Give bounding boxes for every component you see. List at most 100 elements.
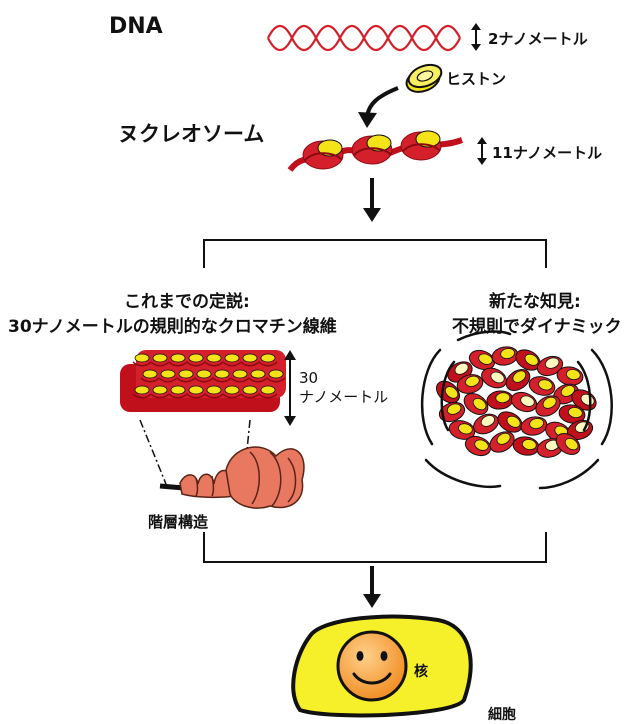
fiber-dna-wrap: [194, 377, 214, 383]
dna-label: DNA: [109, 14, 163, 39]
clump-nucleosome: [468, 349, 496, 371]
fiber-histone: [170, 353, 186, 363]
merge-bracket: [203, 532, 547, 563]
clump-nucleosome: [473, 413, 499, 435]
clump-nucleosome: [456, 374, 484, 394]
hierarchy-coil: [159, 446, 305, 509]
fiber-histone: [260, 385, 276, 395]
fiber-dna-wrap: [266, 377, 286, 383]
fiber-dna-wrap: [204, 361, 224, 367]
fiber-dna-wrap: [132, 361, 152, 367]
fiber-histone: [178, 369, 194, 379]
clump-nucleosome: [481, 367, 507, 389]
fiber-histone: [188, 353, 204, 363]
fiber-histone: [242, 385, 258, 395]
clump-nucleosome: [520, 416, 548, 436]
fiber-histone: [188, 385, 204, 395]
fiber-dna-wrap: [150, 361, 170, 367]
irregular-chromatin: [435, 346, 597, 458]
fiber-histone: [232, 369, 248, 379]
fiber-dna-wrap: [168, 393, 188, 399]
fiber-histone: [170, 385, 186, 395]
fiber-histone: [224, 385, 240, 395]
nucleosome-string: [287, 130, 464, 172]
fiber-histone: [268, 369, 284, 379]
clump-nucleosome: [536, 355, 564, 377]
clump-nucleosome: [555, 433, 581, 455]
clump-nucleosome: [464, 435, 492, 457]
histone-label: ヒストン: [446, 70, 507, 88]
fiber-size-line2: ナノメートル: [299, 388, 389, 406]
fiber-dna-wrap: [176, 377, 196, 383]
clump-nucleosome: [558, 404, 586, 424]
fiber-histone: [206, 385, 222, 395]
clump-nucleosome: [528, 376, 556, 396]
clump-nucleosome: [486, 390, 514, 410]
fiber-histone: [242, 353, 258, 363]
clump-nucleosome: [489, 431, 515, 453]
left-title-line1: これまでの定説:: [124, 292, 250, 312]
down-arrow-1: [363, 178, 381, 222]
nucleus: [336, 630, 408, 702]
fiber-dna-wrap: [248, 377, 268, 383]
clump-nucleosome: [510, 391, 538, 413]
split-bracket: [203, 239, 547, 268]
fiber-dna-wrap: [222, 361, 242, 367]
down-arrow-2: [363, 566, 381, 608]
fiber-histone: [160, 369, 176, 379]
fiber-dna-wrap: [258, 393, 278, 399]
fiber-histone: [250, 369, 266, 379]
fiber-dna-wrap: [150, 393, 170, 399]
fiber-histone: [152, 385, 168, 395]
fiber-histone: [224, 353, 240, 363]
nucleosome-label: ヌクレオソーム: [118, 122, 265, 146]
fiber-histone: [152, 353, 168, 363]
fiber-dna-wrap: [240, 361, 260, 367]
fiber-dna-wrap: [204, 393, 224, 399]
fiber-dna-wrap: [168, 361, 188, 367]
clump-nucleosome: [512, 436, 540, 456]
fiber-dna-wrap: [222, 393, 242, 399]
motion-arcs: [420, 330, 613, 490]
fiber-histone: [134, 385, 150, 395]
hierarchy-label: 階層構造: [148, 513, 209, 531]
fiber-size-line1: 30: [299, 369, 319, 387]
nucleosome-size-arrow: [477, 137, 487, 165]
clump-nucleosome: [515, 349, 541, 371]
fiber-histone: [142, 369, 158, 379]
fiber-dna-wrap: [230, 377, 250, 383]
clump-nucleosome: [497, 411, 523, 433]
fiber-dna-wrap: [258, 361, 278, 367]
cell-label: 細胞: [488, 707, 516, 723]
fiber-dna-wrap: [158, 377, 178, 383]
dna-size-arrow: [471, 23, 481, 51]
clump-nucleosome: [505, 369, 531, 391]
fiber-histone: [134, 353, 150, 363]
clump-nucleosome: [438, 401, 466, 423]
fiber-dna-wrap: [186, 393, 206, 399]
fiber-dna-wrap: [240, 393, 260, 399]
clump-nucleosome: [491, 346, 519, 366]
left-title-line2: 30ナノメートルの規則的なクロマチン線維: [8, 317, 337, 337]
fiber-dna-wrap: [140, 377, 160, 383]
clump-nucleosome: [448, 420, 476, 440]
fiber-histone: [260, 353, 276, 363]
fiber-histone: [206, 353, 222, 363]
fiber-dna-wrap: [132, 393, 152, 399]
clump-nucleosome: [556, 366, 584, 386]
nucleosome-size-label: 11ナノメートル: [492, 144, 603, 162]
regular-fiber: [120, 350, 286, 412]
right-title-line2: 不規則でダイナミック: [452, 317, 622, 337]
clump-nucleosome: [535, 395, 561, 417]
fiber-histone: [214, 369, 230, 379]
fiber-dna-wrap: [186, 361, 206, 367]
fiber-histone: [196, 369, 212, 379]
right-title-line1: 新たな知見:: [489, 292, 581, 312]
histone-disc: [405, 63, 443, 93]
dna-helix: [267, 24, 461, 52]
clump-nucleosome: [463, 393, 489, 415]
dna-size-label: 2ナノメートル: [488, 30, 588, 48]
fiber-size-arrow: [284, 350, 296, 426]
